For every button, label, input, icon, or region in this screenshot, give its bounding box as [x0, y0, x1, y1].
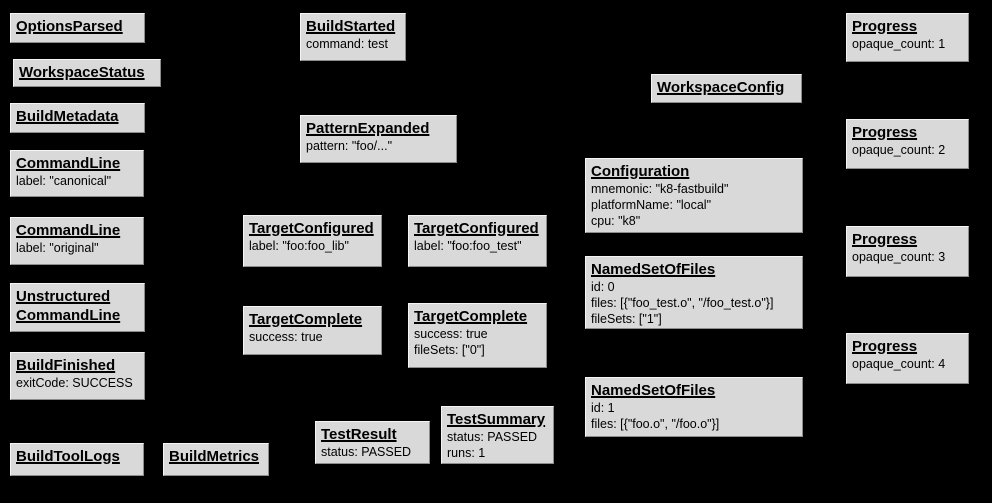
node-pattern-expanded: PatternExpanded pattern: "foo/..."	[300, 115, 457, 163]
node-title: BuildToolLogs	[16, 448, 120, 465]
node-title: PatternExpanded	[306, 120, 430, 137]
node-attribute: label: "foo:foo_test"	[414, 239, 522, 253]
node-title: Progress	[852, 231, 918, 248]
node-title: TargetConfigured	[249, 220, 374, 237]
node-title: Progress	[852, 338, 918, 355]
node-title: CommandLine	[16, 222, 121, 239]
node-attribute: opaque_count: 2	[852, 143, 946, 157]
node-attribute: fileSets: ["0"]	[414, 343, 485, 357]
node-title: OptionsParsed	[16, 18, 123, 35]
node-target-complete-foo-lib: TargetComplete success: true	[243, 306, 382, 355]
node-command-line-canonical: CommandLine label: "canonical"	[10, 150, 144, 197]
node-attribute: mnemonic: "k8-fastbuild"	[591, 182, 729, 196]
node-title: WorkspaceStatus	[19, 64, 145, 81]
node-build-started: BuildStarted command: test	[300, 13, 406, 61]
node-title: CommandLine	[16, 155, 121, 172]
node-attribute: files: [{"foo_test.o", "/foo_test.o"}]	[591, 296, 774, 310]
node-attribute: label: "original"	[16, 241, 99, 255]
node-title: NamedSetOfFiles	[591, 261, 716, 278]
node-named-set-of-files-1: NamedSetOfFiles id: 1 files: [{"foo.o", …	[585, 377, 803, 437]
node-progress-1: Progress opaque_count: 1	[846, 13, 969, 62]
node-attribute: opaque_count: 3	[852, 250, 946, 264]
node-title: Progress	[852, 18, 918, 35]
node-target-complete-foo-test: TargetComplete success: true fileSets: […	[408, 303, 547, 368]
node-title: BuildMetrics	[169, 448, 260, 465]
node-attribute: id: 1	[591, 401, 615, 415]
node-attribute: pattern: "foo/..."	[306, 139, 393, 153]
node-attribute: files: [{"foo.o", "/foo.o"}]	[591, 417, 720, 431]
node-named-set-of-files-0: NamedSetOfFiles id: 0 files: [{"foo_test…	[585, 256, 803, 329]
node-command-line-original: CommandLine label: "original"	[10, 217, 144, 265]
node-attribute: status: PASSED	[447, 430, 538, 444]
node-title: WorkspaceConfig	[657, 79, 785, 96]
node-title: NamedSetOfFiles	[591, 382, 716, 399]
node-title: TargetComplete	[414, 308, 528, 325]
node-title: Configuration	[591, 163, 690, 180]
node-title: BuildMetadata	[16, 108, 119, 125]
node-attribute: platformName: "local"	[591, 198, 712, 212]
node-attribute: success: true	[414, 327, 488, 341]
node-attribute: id: 0	[591, 280, 615, 294]
node-title: Progress	[852, 124, 918, 141]
node-target-configured-foo-lib: TargetConfigured label: "foo:foo_lib"	[243, 215, 382, 267]
node-title: TestSummary	[447, 411, 546, 428]
node-attribute: command: test	[306, 37, 388, 51]
node-attribute: status: PASSED	[321, 445, 412, 459]
node-attribute: opaque_count: 1	[852, 37, 946, 51]
node-title: TargetConfigured	[414, 220, 539, 237]
node-unstructured-command-line: Unstructured CommandLine	[10, 283, 145, 332]
node-progress-4: Progress opaque_count: 4	[846, 333, 969, 384]
node-attribute: opaque_count: 4	[852, 357, 946, 371]
node-title: BuildStarted	[306, 18, 396, 35]
node-title: Unstructured	[16, 288, 111, 305]
node-test-result: TestResult status: PASSED	[315, 421, 430, 464]
node-workspace-status: WorkspaceStatus	[13, 59, 161, 87]
node-attribute: label: "foo:foo_lib"	[249, 239, 349, 253]
node-attribute: runs: 1	[447, 446, 486, 460]
node-configuration: Configuration mnemonic: "k8-fastbuild" p…	[585, 158, 803, 233]
node-build-finished: BuildFinished exitCode: SUCCESS	[10, 352, 145, 400]
node-target-configured-foo-test: TargetConfigured label: "foo:foo_test"	[408, 215, 547, 267]
node-options-parsed: OptionsParsed	[10, 13, 145, 43]
node-build-tool-logs: BuildToolLogs	[10, 443, 144, 476]
node-title: CommandLine	[16, 307, 121, 324]
node-title: TargetComplete	[249, 311, 363, 328]
node-title: TestResult	[321, 426, 397, 443]
node-attribute: cpu: "k8"	[591, 214, 641, 228]
node-attribute: label: "canonical"	[16, 174, 112, 188]
node-title: BuildFinished	[16, 357, 116, 374]
node-test-summary: TestSummary status: PASSED runs: 1	[441, 406, 554, 464]
node-build-metadata: BuildMetadata	[10, 103, 145, 133]
node-build-metrics: BuildMetrics	[163, 443, 269, 476]
node-workspace-config: WorkspaceConfig	[651, 74, 802, 103]
node-progress-2: Progress opaque_count: 2	[846, 119, 969, 169]
node-attribute: exitCode: SUCCESS	[16, 376, 133, 390]
node-progress-3: Progress opaque_count: 3	[846, 226, 969, 277]
node-attribute: success: true	[249, 330, 323, 344]
node-attribute: fileSets: ["1"]	[591, 312, 662, 326]
